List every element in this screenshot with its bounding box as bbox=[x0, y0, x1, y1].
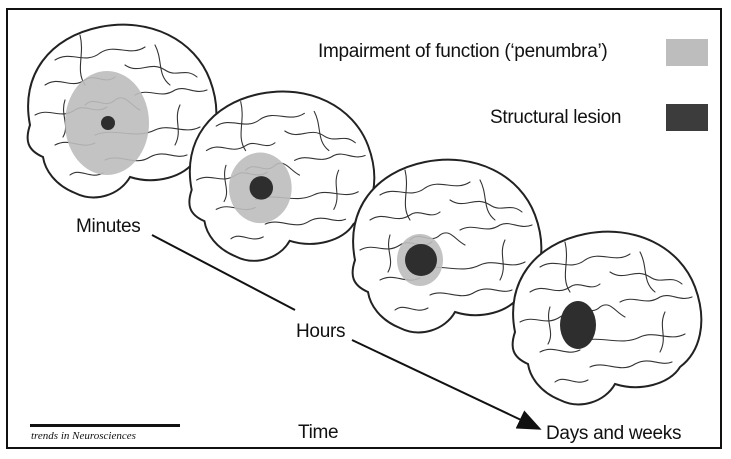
lesion-large bbox=[560, 301, 596, 349]
lesion-medium-large bbox=[405, 244, 437, 276]
legend-lesion-label: Structural lesion bbox=[490, 107, 621, 129]
brain-minutes bbox=[28, 25, 217, 198]
label-time: Time bbox=[298, 422, 338, 444]
legend-penumbra-swatch bbox=[666, 39, 708, 66]
brain-early-hours bbox=[189, 91, 374, 260]
legend-penumbra-label: Impairment of function (‘penumbra’) bbox=[318, 41, 607, 63]
label-minutes: Minutes bbox=[76, 216, 140, 238]
timeline-arrow-2 bbox=[352, 340, 538, 428]
journal-rule bbox=[30, 424, 180, 427]
legend-lesion-swatch bbox=[666, 104, 708, 131]
label-hours: Hours bbox=[296, 321, 345, 343]
brain-days-weeks bbox=[513, 232, 702, 405]
label-days-and-weeks: Days and weeks bbox=[546, 423, 681, 445]
lesion-small bbox=[101, 116, 115, 130]
journal-credit: trends in Neurosciences bbox=[31, 430, 136, 442]
lesion-medium bbox=[250, 176, 274, 200]
